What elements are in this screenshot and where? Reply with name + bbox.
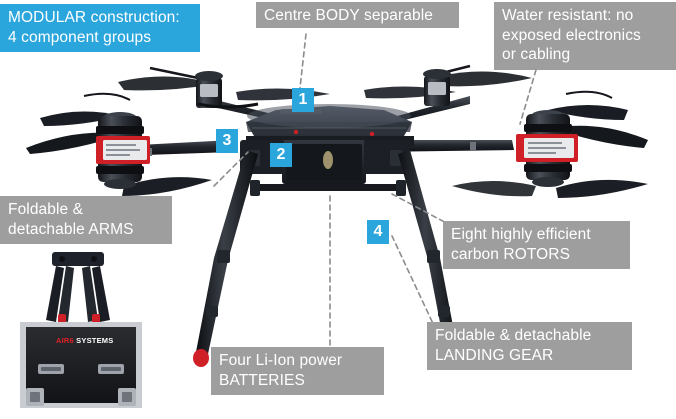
callout-batteries: Four Li-Ion power BATTERIES — [211, 347, 384, 395]
leader-arms — [213, 151, 249, 187]
motor-pod-right — [452, 90, 648, 198]
callout-water-resistant: Water resistant: no exposed electronics … — [494, 2, 676, 70]
leader-rotors — [391, 193, 453, 227]
badge-1-centre-body: 1 — [292, 88, 314, 112]
leader-lines — [213, 33, 537, 355]
callout-foldable-arms: Foldable & detachable ARMS — [0, 196, 172, 244]
centre-body — [240, 104, 414, 196]
case-brand-logo: AIR6 SYSTEMS — [56, 336, 113, 345]
motor-pod-left — [26, 92, 212, 196]
callout-landing-gear: Foldable & detachable LANDING GEAR — [427, 322, 632, 370]
leader-centre-body — [299, 33, 307, 89]
badge-4-landing-gear: 4 — [367, 220, 389, 244]
landing-foot-left — [193, 349, 209, 367]
leader-water-resistant — [519, 69, 537, 125]
badge-3-arms: 3 — [216, 129, 238, 153]
case-brand-suffix: SYSTEMS — [73, 336, 114, 345]
badge-2-batteries: 2 — [270, 143, 292, 167]
leader-landing-gear — [391, 235, 437, 331]
callout-modular-construction: MODULAR construction: 4 component groups — [0, 4, 200, 52]
callout-centre-body: Centre BODY separable — [256, 2, 459, 28]
callout-carbon-rotors: Eight highly efficient carbon ROTORS — [443, 221, 630, 269]
case-brand-name: AIR6 — [56, 336, 74, 345]
transport-case-assembly — [20, 252, 142, 408]
